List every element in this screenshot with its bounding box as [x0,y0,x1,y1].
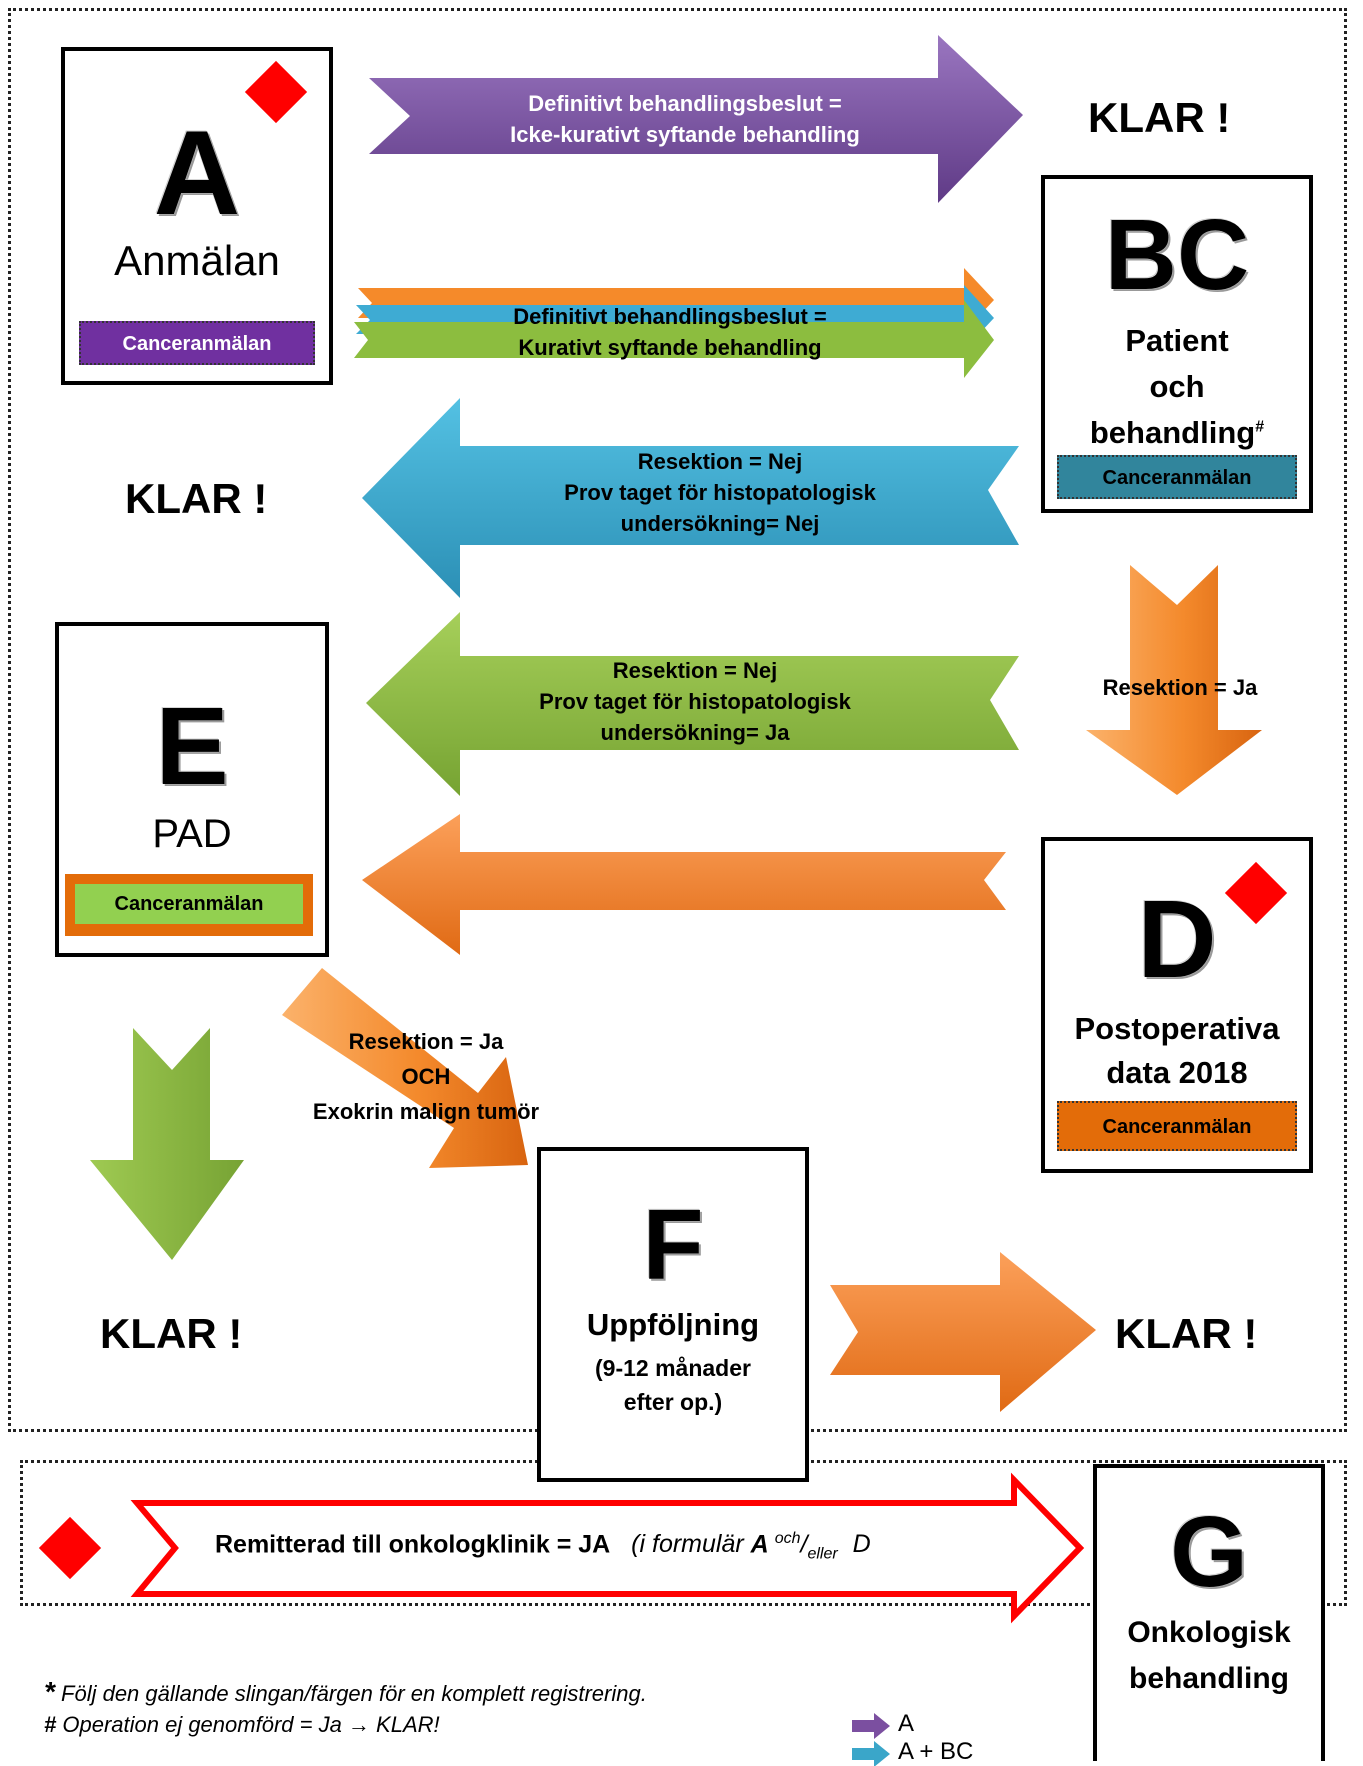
arrow-remit [130,1472,1085,1624]
arrow-bc-to-klar-line3: undersökning= Nej [620,511,820,536]
arrow-d-to-e [362,814,1006,955]
box-bc-title-line3: behandling# [1045,415,1309,451]
box-f-sub-line1: (9-12 månader [595,1355,751,1381]
box-bc-title-line2: och [1149,369,1205,404]
legend-label-a: A [898,1710,915,1737]
arrow-bc-to-e-line2: Prov taget för histopatologisk [539,689,851,714]
remit-text: Remitterad till onkologklinik = JA (i fo… [215,1530,871,1563]
arrow-bc-to-e [366,612,1019,796]
arrow-e-to-f-line2: OCH [401,1064,451,1089]
box-e-title: PAD [152,812,232,856]
letter-a: A [153,106,241,240]
letter-d: D [1137,878,1217,1001]
remit-text-bold: Remitterad till onkologklinik = JA [215,1530,611,1559]
arrow-bc-to-d-text: Resektion = Ja [1102,675,1258,700]
box-bc-badge: Canceranmälan [1057,455,1297,499]
box-d-title-line2: data 2018 [1106,1055,1248,1090]
arrow-bc-to-e-line1: Resektion = Nej [612,658,778,683]
note-2-text: Operation ej genomförd = Ja → KLAR! [56,1712,440,1737]
klar-bottom-left: KLAR ! [100,1310,243,1357]
box-g-title-line1: Onkologisk [1127,1616,1291,1649]
box-a-badge: Canceranmälan [79,321,315,365]
arrow-bc-to-klar-line2: Prov taget för histopatologisk [564,480,876,505]
arrow-a-to-klar-text: Definitivt behandlingsbeslut = Icke-kura… [440,88,930,150]
box-g-onkologisk[interactable]: G Onkologisk behandling [1093,1464,1325,1761]
arrow-e-to-f-line1: Resektion = Ja [348,1029,504,1054]
box-f-uppfoljning[interactable]: F Uppföljning (9-12 månader efter op.) [537,1147,809,1482]
letter-g: G [1170,1496,1248,1608]
remit-text-pre: (i formulär [631,1530,744,1559]
box-bc-title-line1: Patient [1125,323,1229,358]
arrow-bc-to-e-text: Resektion = Nej Prov taget för histopato… [480,655,910,748]
note-1-mark: * [44,1676,55,1707]
remit-sep: / [800,1530,808,1559]
remit-och: och [774,1530,801,1547]
box-bc-title-text: behandling [1089,415,1256,450]
note-1: * Följ den gällande slingan/färgen för e… [44,1676,647,1708]
box-bc-title-sup: # [1255,418,1265,436]
arrow-a-to-bc-green [354,300,994,378]
box-d-title-line1: Postoperativa [1074,1011,1280,1046]
box-e-badge-inner: Canceranmälan [75,884,303,924]
arrow-a-to-bc-line2: Kurativt syftande behandling [518,335,822,360]
remit-form-a: A [750,1530,769,1559]
klar-top-right: KLAR ! [1088,94,1231,141]
klar-left-mid: KLAR ! [125,475,268,522]
box-bc-patient-behandling[interactable]: BC Patient och behandling# Canceranmälan [1041,175,1313,513]
remit-form-d: D [852,1530,871,1559]
arrow-bc-to-klar [362,398,1019,598]
letter-e: E [155,685,229,808]
arrow-bc-to-e-line3: undersökning= Ja [600,720,790,745]
legend-arrow-a [852,1713,890,1739]
arrow-a-to-bc-line1: Definitivt behandlingsbeslut = [513,304,827,329]
box-e-badge: Canceranmälan [65,874,313,936]
arrow-a-to-klar-line2: Icke-kurativt syftande behandling [510,122,860,147]
arrow-e-to-f [282,968,528,1168]
arrow-a-to-klar [369,35,1023,203]
note-1-text: Följ den gällande slingan/färgen för en … [54,1681,647,1706]
box-g-title-line2: behandling [1129,1662,1289,1695]
letter-f: F [642,1189,704,1301]
note-2: # Operation ej genomförd = Ja → KLAR! [44,1712,440,1738]
legend-label-a-bc: A + BC [898,1738,974,1765]
arrow-f-to-klar [830,1252,1096,1412]
box-f-title: Uppföljning [586,1307,760,1342]
arrow-a-to-bc-text: Definitivt behandlingsbeslut = Kurativt … [420,301,920,363]
arrow-bc-to-klar-line1: Resektion = Nej [637,449,803,474]
box-d-badge: Canceranmälan [1057,1101,1297,1151]
arrow-e-to-klar [90,1028,244,1260]
legend-arrow-a-bc [852,1741,890,1766]
arrow-bc-to-d [1086,565,1262,795]
arrow-e-to-f-line3: Exokrin malign tumör [312,1099,540,1124]
box-a-title: Anmälan [114,237,280,284]
note-2-mark: # [44,1712,57,1737]
arrow-a-to-klar-line1: Definitivt behandlingsbeslut = [528,91,842,116]
letter-bc: BC [1104,199,1250,311]
klar-bottom-right: KLAR ! [1115,1310,1258,1357]
arrow-bc-to-klar-text: Resektion = Nej Prov taget för histopato… [500,446,940,539]
arrow-e-to-f-text: Resektion = Ja OCH Exokrin malign tumör [286,1026,566,1127]
box-f-sub-line2: efter op.) [623,1389,723,1415]
remit-eller: eller [807,1545,838,1563]
box-e-pad[interactable]: E PAD Canceranmälan [55,622,329,957]
